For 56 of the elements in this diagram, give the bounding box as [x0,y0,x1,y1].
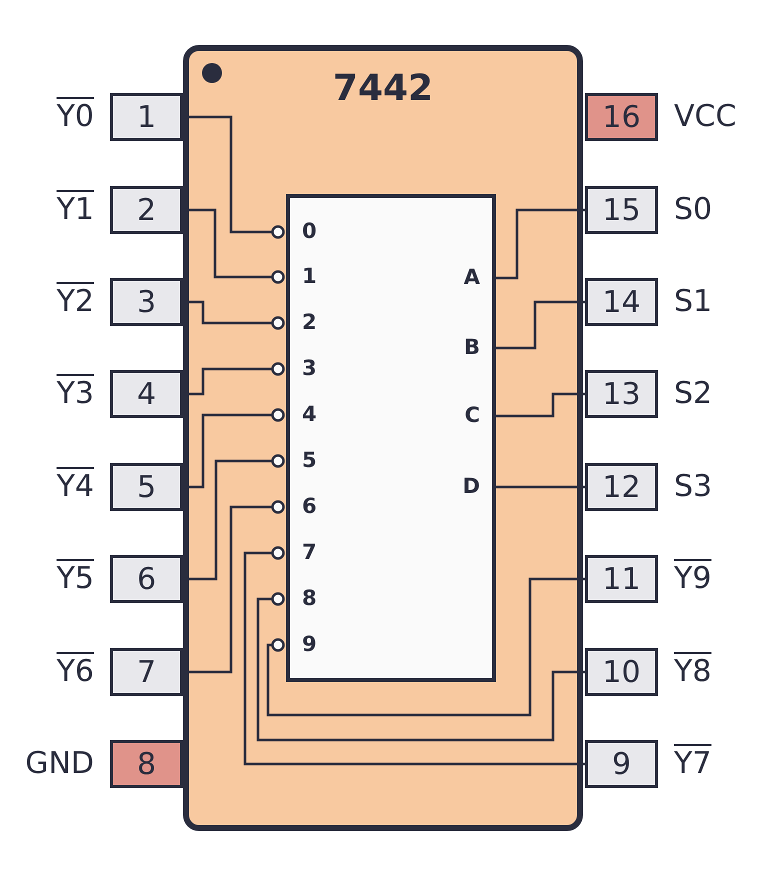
ic-body [183,45,583,831]
pin-label: 4 [284,399,330,431]
pin-pad: 11 [585,555,658,603]
pin-name: S2 [674,376,712,412]
logic-block [286,194,496,682]
pin-pad: 15 [585,186,658,234]
pin-pad: 3 [110,278,183,326]
pin-pad: 2 [110,186,183,234]
pin-label: 9 [284,629,330,661]
pin-label: 2 [284,307,330,339]
wire [494,208,585,280]
wire [494,392,585,418]
pin-pad: 5 [110,463,183,511]
pin-label: 0 [284,216,330,248]
pin-label: C [446,400,494,432]
pin-label: 1 [284,261,330,293]
pin-name: Y1 [56,192,94,228]
pin-name: Y5 [56,561,94,597]
pin-name: VCC [674,99,736,135]
pin-name: S1 [674,284,712,320]
pin-pad: 9 [585,740,658,788]
pin-name: Y9 [674,561,712,597]
pin-pad: 1 [110,93,183,141]
pin-name: Y3 [56,376,94,412]
pin-label: 7 [284,537,330,569]
pin-label: 6 [284,491,330,523]
pin-pad: 14 [585,278,658,326]
pin-label: D [446,471,494,503]
wire [244,546,585,766]
wire [494,486,585,488]
pin-name: Y8 [674,654,712,690]
pin-pad: 6 [110,555,183,603]
wire [256,592,585,742]
wire [494,300,585,350]
pin-name: S3 [674,469,712,505]
pin-name: GND [25,746,94,782]
pin-name: Y6 [56,654,94,690]
pin-name: Y0 [56,99,94,135]
pin-label: B [446,332,494,364]
pin-pad: 13 [585,370,658,418]
pin-pad: 4 [110,370,183,418]
pin-pad: 12 [585,463,658,511]
wire [266,578,585,716]
pin-pad: 7 [110,648,183,696]
pin-pad: 16 [585,93,658,141]
pin-name: Y2 [56,284,94,320]
pin-name: Y7 [674,746,712,782]
pin-pad: 8 [110,740,183,788]
pin-label: A [446,262,494,294]
part-number: 7442 [332,67,434,111]
pin-label: 3 [284,353,330,385]
pin-label: 5 [284,445,330,477]
pin-name: Y4 [56,469,94,505]
pin-pad: 10 [585,648,658,696]
pin-name: S0 [674,192,712,228]
pin-label: 8 [284,583,330,615]
